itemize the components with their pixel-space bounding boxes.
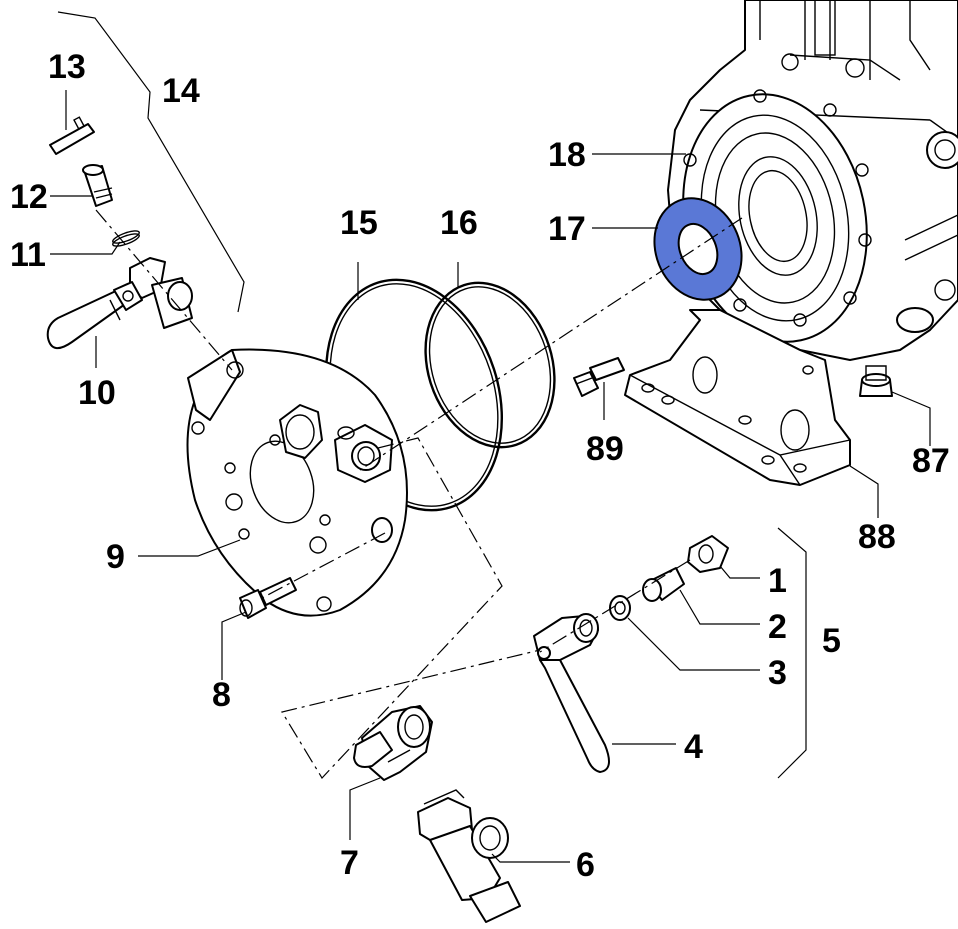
seal-ring-highlighted[interactable] [640,185,757,313]
callout-1: 1 [768,562,787,600]
callout-8: 8 [212,676,231,714]
centerline-valve [539,559,691,653]
drain-plug[interactable] [859,365,893,397]
callout-87: 87 [912,442,950,480]
pump-body[interactable] [661,0,958,361]
callout-15: 15 [340,204,378,242]
centerline-bolt-loop [281,437,541,779]
callout-10: 10 [78,374,116,412]
valve-upper-assembly[interactable] [46,116,193,349]
callout-3: 3 [768,654,787,692]
callout-17: 17 [548,210,586,248]
callout-11: 11 [10,236,46,274]
leader-lines [50,90,931,863]
callout-18: 18 [548,136,586,174]
ball-valve[interactable] [417,789,521,923]
callout-12: 12 [10,178,48,216]
elbow-fitting[interactable] [353,705,433,781]
callout-6: 6 [576,846,595,884]
callout-labels: 13 14 12 11 10 15 16 18 17 89 87 88 9 8 … [10,48,950,884]
callout-7: 7 [340,844,359,882]
handle-valve-assembly[interactable] [533,535,729,773]
callout-14: 14 [162,72,200,110]
callout-9: 9 [106,538,125,576]
centerline-seal [359,217,743,471]
callout-89: 89 [586,430,624,468]
callout-16: 16 [440,204,478,242]
callout-2: 2 [768,608,787,646]
centerline-upper [95,209,233,371]
callout-13: 13 [48,48,86,86]
mounting-bracket[interactable] [624,309,851,486]
bolt[interactable] [573,357,625,397]
centerline-screw [261,532,386,599]
cover-plate[interactable] [186,348,408,617]
callout-4: 4 [684,728,703,766]
callout-5: 5 [822,622,841,660]
group-bracket-5 [777,527,807,779]
callout-88: 88 [858,518,896,556]
o-ring-small[interactable] [405,266,575,464]
group-bracket-14 [57,11,245,313]
